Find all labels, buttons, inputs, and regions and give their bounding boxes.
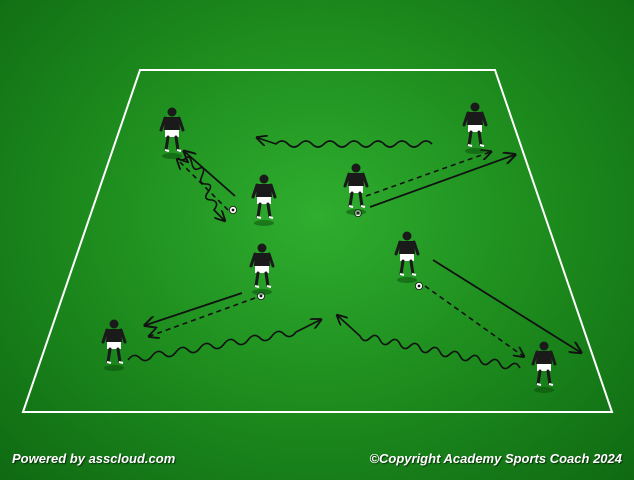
players — [101, 101, 557, 395]
pitch-boundary — [21, 69, 614, 413]
ball — [228, 205, 238, 215]
player — [462, 101, 488, 156]
dribble-arrow — [338, 316, 521, 370]
dribble-arrow — [177, 156, 224, 220]
dribble-arrow — [127, 320, 320, 362]
run-arrow — [150, 297, 256, 336]
dribble-arrow — [258, 138, 433, 148]
run-arrow — [365, 152, 490, 197]
player — [251, 173, 277, 228]
player — [249, 242, 275, 297]
player — [343, 162, 369, 217]
copyright-text: ©Copyright Academy Sports Coach 2024 — [369, 451, 622, 466]
pass-arrow — [432, 259, 580, 352]
player — [394, 230, 420, 285]
pass-arrows — [146, 152, 580, 352]
pass-arrow — [369, 155, 514, 208]
player — [531, 340, 557, 395]
player — [101, 318, 127, 373]
pass-arrow — [146, 292, 243, 325]
player — [159, 106, 185, 161]
run-arrow — [178, 160, 229, 211]
run-arrow — [424, 285, 523, 356]
run-arrows-dashed — [150, 152, 523, 356]
dribble-arrows — [127, 138, 521, 370]
ball — [414, 281, 424, 291]
powered-by-text: Powered by asscloud.com — [12, 451, 176, 466]
pass-arrow — [185, 152, 236, 197]
